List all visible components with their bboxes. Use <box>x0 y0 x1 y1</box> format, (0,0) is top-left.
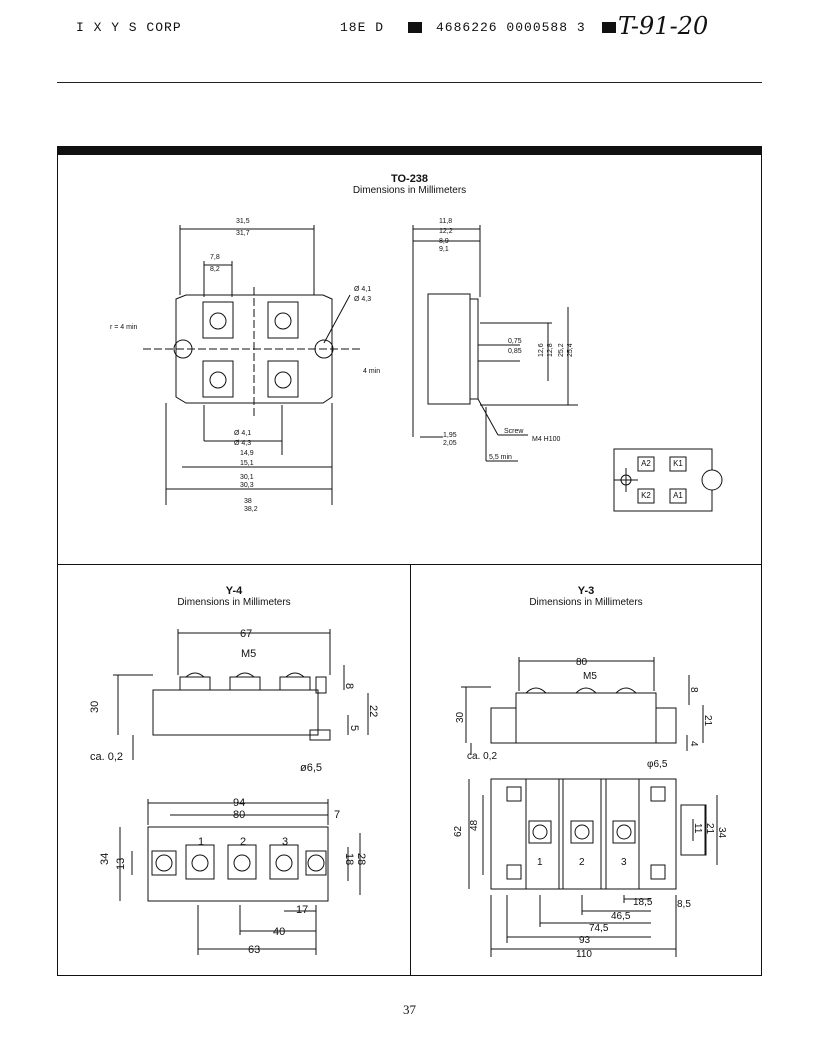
svg-text:30,3: 30,3 <box>240 482 254 489</box>
svg-text:11,8: 11,8 <box>439 218 452 225</box>
y3-subtitle: Dimensions in Millimeters <box>529 597 643 608</box>
svg-text:2: 2 <box>240 836 246 848</box>
svg-text:ca. 0,2: ca. 0,2 <box>90 751 123 763</box>
svg-text:Ø 4,3: Ø 4,3 <box>234 440 251 447</box>
svg-text:8: 8 <box>688 687 699 693</box>
svg-text:1: 1 <box>198 836 204 848</box>
svg-text:30: 30 <box>89 701 101 713</box>
svg-text:8,9: 8,9 <box>439 238 449 245</box>
svg-text:ca. 0,2: ca. 0,2 <box>467 751 497 762</box>
svg-text:M5: M5 <box>583 671 597 682</box>
svg-text:25,2: 25,2 <box>558 343 565 357</box>
svg-text:18,5: 18,5 <box>633 897 653 908</box>
svg-text:r = 4 min: r = 4 min <box>110 324 138 331</box>
block-mark <box>602 22 616 33</box>
svg-text:18: 18 <box>343 853 355 865</box>
svg-text:4: 4 <box>688 741 699 747</box>
svg-text:110: 110 <box>576 949 592 960</box>
svg-text:Ø 4,1: Ø 4,1 <box>354 286 371 293</box>
svg-text:31,5: 31,5 <box>236 218 250 225</box>
header-rule <box>57 82 762 83</box>
svg-text:7,8: 7,8 <box>210 254 220 261</box>
svg-text:38,2: 38,2 <box>244 506 258 513</box>
svg-text:21: 21 <box>702 715 713 727</box>
svg-text:25,4: 25,4 <box>567 343 574 357</box>
svg-text:30: 30 <box>455 711 466 723</box>
svg-text:M5: M5 <box>241 648 256 660</box>
svg-text:80: 80 <box>233 809 245 821</box>
svg-text:7: 7 <box>334 809 340 821</box>
doc-number: 4686226 0000588 3 <box>436 20 586 35</box>
svg-text:15,1: 15,1 <box>240 460 254 467</box>
y4-subtitle: Dimensions in Millimeters <box>177 597 291 608</box>
y4-panel: Y-4 Dimensions in Millimeters <box>57 564 411 976</box>
to238-title: TO-238 <box>390 173 429 185</box>
y3-title: Y-3 <box>577 585 595 597</box>
svg-text:0,85: 0,85 <box>508 348 522 355</box>
svg-text:1,95: 1,95 <box>443 432 457 439</box>
pin-label-k1: K1 <box>673 459 683 468</box>
to238-drawing: 31,5 31,7 7,8 8,2 Ø 4,1 Ø 4,3 r = 4 min 4 m… <box>110 218 723 513</box>
to238-subtitle: Dimensions in Millimeters <box>352 185 467 196</box>
svg-text:22: 22 <box>367 705 379 717</box>
svg-text:12,8: 12,8 <box>547 343 554 357</box>
svg-text:M4 H100: M4 H100 <box>532 436 561 443</box>
svg-text:Ø 4,3: Ø 4,3 <box>354 296 371 303</box>
doc-code: 18E D <box>340 20 385 35</box>
block-mark <box>408 22 422 33</box>
svg-text:14,9: 14,9 <box>240 450 254 457</box>
svg-text:3: 3 <box>621 857 627 868</box>
svg-text:φ6,5: φ6,5 <box>647 759 668 770</box>
company-name: I X Y S CORP <box>76 20 182 35</box>
svg-text:11: 11 <box>692 823 703 834</box>
svg-text:67: 67 <box>240 628 252 640</box>
handwritten-note: T-91-20 <box>618 12 709 40</box>
svg-text:5,5 min: 5,5 min <box>489 454 512 461</box>
y4-title: Y-4 <box>225 585 243 597</box>
svg-text:38: 38 <box>244 498 252 505</box>
svg-text:63: 63 <box>248 944 260 956</box>
svg-text:12,2: 12,2 <box>439 228 453 235</box>
page-number: 37 <box>403 1002 416 1017</box>
svg-text:46,5: 46,5 <box>611 911 631 922</box>
pin-label-a2: A2 <box>641 459 651 468</box>
svg-text:30,1: 30,1 <box>240 474 254 481</box>
svg-text:48: 48 <box>469 819 480 831</box>
svg-text:2,05: 2,05 <box>443 440 457 447</box>
svg-text:21: 21 <box>704 823 715 835</box>
svg-text:2: 2 <box>579 857 585 868</box>
svg-text:8,2: 8,2 <box>210 266 220 273</box>
svg-text:12,6: 12,6 <box>538 343 545 357</box>
svg-text:8: 8 <box>343 683 355 689</box>
svg-text:31,7: 31,7 <box>236 230 250 237</box>
svg-text:34: 34 <box>716 827 727 839</box>
svg-text:13: 13 <box>115 858 127 870</box>
svg-text:Ø 4,1: Ø 4,1 <box>234 430 251 437</box>
svg-text:74,5: 74,5 <box>589 923 609 934</box>
svg-text:28: 28 <box>355 853 367 865</box>
svg-text:Screw: Screw <box>504 428 524 435</box>
svg-text:40: 40 <box>273 926 285 938</box>
svg-text:93: 93 <box>579 935 591 946</box>
svg-text:94: 94 <box>233 797 245 809</box>
svg-text:9,1: 9,1 <box>439 246 449 253</box>
svg-text:3: 3 <box>282 836 288 848</box>
svg-text:ø6,5: ø6,5 <box>300 762 322 774</box>
svg-text:62: 62 <box>453 825 464 837</box>
svg-text:80: 80 <box>576 657 588 668</box>
svg-text:0,75: 0,75 <box>508 338 522 345</box>
svg-text:4 min: 4 min <box>363 368 380 375</box>
svg-text:1: 1 <box>537 857 543 868</box>
pin-label-a1: A1 <box>673 491 683 500</box>
y3-panel: Y-3 Dimensions in Millimeters <box>410 564 762 976</box>
svg-text:5: 5 <box>348 725 360 731</box>
pin-label-k2: K2 <box>641 491 651 500</box>
svg-text:34: 34 <box>99 853 111 865</box>
panel-top-bar <box>58 147 761 155</box>
svg-text:8,5: 8,5 <box>677 899 691 910</box>
to238-panel: TO-238 Dimensions in Millimeters <box>57 146 762 565</box>
svg-text:17: 17 <box>296 904 308 916</box>
